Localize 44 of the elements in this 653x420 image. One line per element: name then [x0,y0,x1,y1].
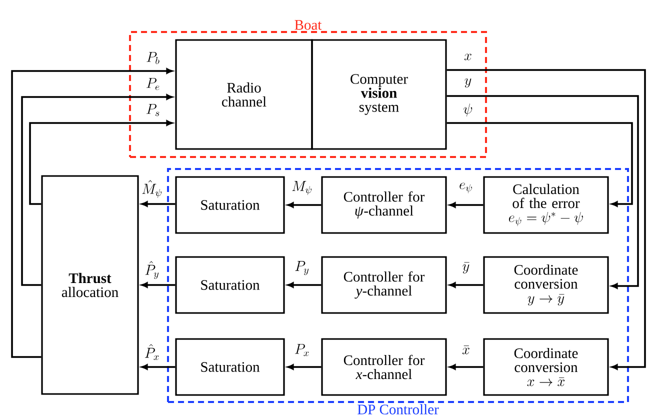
arrow [21,94,173,286]
edge-label: $P_{s}$ [145,104,161,116]
edge-label: $y$ [464,78,472,88]
edge-label: $\hat{P}_{x}$ [144,344,160,360]
arrow [446,69,646,370]
block-box: Calculation of the error $e_{\psi} = \psi^{*} - \psi$ [483,176,609,234]
block-box: Thrust allocation [41,175,139,395]
arrow [450,202,484,208]
arrow [29,120,173,205]
arrow [450,364,484,370]
edge-label: $e_{\psi}$ [458,182,474,194]
node-label: Boat [294,20,322,30]
block-box: Saturation [175,338,285,396]
edge-label: $\psi$ [462,103,474,117]
edge-label: $P_{e}$ [145,78,161,90]
arrow [288,364,322,370]
arrow [288,282,322,288]
edge-label: $\hat{M}_{\psi}$ [141,180,164,198]
edge-label: $\bar{x}$ [462,345,470,355]
arrow [446,95,639,289]
edge-label: $P_{x}$ [294,344,310,356]
block-box: Radio channel [175,39,313,150]
arrow [142,201,176,207]
edge-label: $P_{b}$ [146,52,160,64]
block-box: Controller for ψ-channel [321,176,447,234]
edge-label: $P_{y}$ [294,260,310,276]
arrow [142,282,176,288]
block-box: Controller for y-channel [321,256,447,314]
arrow [446,122,633,207]
arrow [450,282,484,288]
block-box: Computer vision system [311,39,447,150]
block-box: Saturation [175,256,285,314]
block-box: Coordinate conversion $x \rightarrow \bar{x}$ [483,338,609,396]
arrow [11,68,173,358]
node-label: DP Controller [358,404,439,414]
arrow [288,202,322,208]
block-box: Coordinate conversion $y \rightarrow \bar{y}$ [483,256,609,314]
block-box: Controller for x-channel [321,338,447,396]
edge-label: $M_{\psi}$ [291,180,313,196]
arrow [142,364,176,370]
edge-label: $\bar{y}$ [462,262,470,274]
edge-label: $x$ [464,53,472,61]
edge-label: $\hat{P}_{y}$ [144,260,160,280]
block-box: Saturation [175,176,285,234]
